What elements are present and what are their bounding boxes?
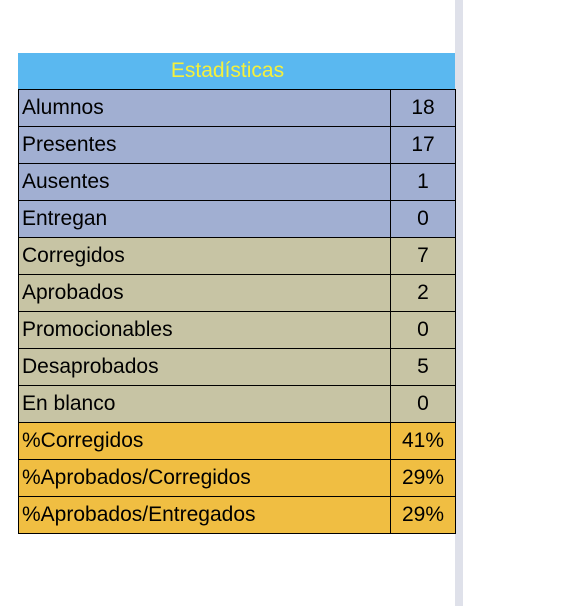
row-label-cell[interactable]: Entregan — [18, 200, 391, 238]
row-value-cell[interactable]: 18 — [390, 89, 456, 127]
row-value-cell[interactable]: 29% — [390, 459, 456, 497]
row-value-cell[interactable]: 0 — [390, 385, 456, 423]
row-label-cell[interactable]: %Corregidos — [18, 422, 391, 460]
column-divider — [455, 0, 463, 606]
row-label-cell[interactable]: Alumnos — [18, 89, 391, 127]
row-value-cell[interactable]: 5 — [390, 348, 456, 386]
row-label-cell[interactable]: Aprobados — [18, 274, 391, 312]
row-value-cell[interactable]: 29% — [390, 496, 456, 534]
row-value-cell[interactable]: 17 — [390, 126, 456, 164]
row-value-cell[interactable]: 0 — [390, 311, 456, 349]
row-label-cell[interactable]: %Aprobados/Corregidos — [18, 459, 391, 497]
row-value-cell[interactable]: 41% — [390, 422, 456, 460]
row-label-cell[interactable]: Desaprobados — [18, 348, 391, 386]
row-label-cell[interactable]: Presentes — [18, 126, 391, 164]
statistics-header[interactable]: Estadísticas — [18, 53, 455, 89]
row-label-cell[interactable]: Ausentes — [18, 163, 391, 201]
row-label-cell[interactable]: %Aprobados/Entregados — [18, 496, 391, 534]
row-value-cell[interactable]: 7 — [390, 237, 456, 275]
row-label-cell[interactable]: En blanco — [18, 385, 391, 423]
row-value-cell[interactable]: 1 — [390, 163, 456, 201]
row-label-cell[interactable]: Corregidos — [18, 237, 391, 275]
statistics-title: Estadísticas — [170, 59, 285, 82]
row-value-cell[interactable]: 0 — [390, 200, 456, 238]
row-label-cell[interactable]: Promocionables — [18, 311, 391, 349]
row-value-cell[interactable]: 2 — [390, 274, 456, 312]
